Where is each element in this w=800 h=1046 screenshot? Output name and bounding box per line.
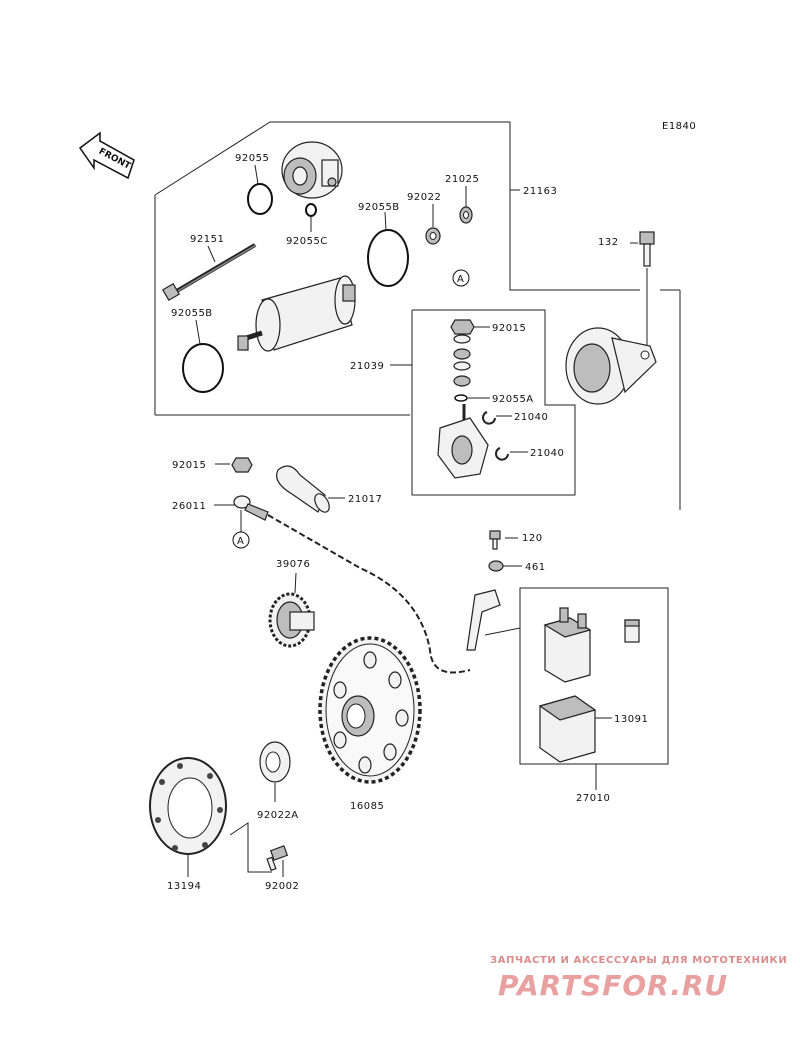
label-92055b-top: 92055B — [358, 202, 400, 213]
label-92151: 92151 — [190, 234, 224, 245]
label-21025: 21025 — [445, 174, 479, 185]
front-arrow-icon: FRONT — [78, 131, 135, 180]
fuse — [624, 619, 640, 643]
watermark-brand: PARTSFOR.RU — [498, 969, 728, 1002]
svg-text:A: A — [457, 274, 464, 285]
bolt-132 — [639, 231, 655, 267]
reference-marker-a-top: A — [452, 269, 470, 287]
label-21017: 21017 — [348, 494, 382, 505]
label-21039: 21039 — [350, 361, 384, 372]
washer-92022a — [259, 741, 291, 783]
relay-assembly-outline — [519, 587, 669, 790]
label-92055b-left: 92055B — [171, 308, 213, 319]
one-way-clutch-13194 — [149, 757, 227, 855]
nut-461 — [488, 560, 504, 572]
nut-92015 — [231, 457, 253, 473]
bolt-120 — [489, 530, 501, 550]
starter-relay — [543, 607, 592, 683]
bolt-92002 — [266, 845, 289, 872]
cable-terminal-bracket — [466, 589, 521, 651]
label-21163: 21163 — [523, 186, 557, 197]
brush-spring-21040-a — [482, 411, 496, 425]
brush-spring-21040-b — [495, 447, 509, 461]
starter-motor — [237, 275, 356, 352]
label-13194: 13194 — [167, 881, 201, 892]
label-27010: 27010 — [576, 793, 610, 804]
o-ring-92055c — [305, 203, 317, 217]
label-21040-a: 21040 — [514, 412, 548, 423]
brush-parts-stack — [437, 319, 489, 479]
label-132: 132 — [598, 237, 619, 248]
label-92022a: 92022A — [257, 810, 299, 821]
label-13091: 13091 — [614, 714, 648, 725]
starter-front-cover — [281, 141, 343, 199]
label-16085: 16085 — [350, 801, 384, 812]
idle-gear-39076 — [268, 592, 315, 648]
terminal-boot-21017 — [276, 465, 330, 513]
label-461: 461 — [525, 562, 546, 573]
reference-marker-a-bottom: A — [232, 531, 250, 549]
svg-text:A: A — [237, 536, 244, 547]
starter-clutch-gear-16085 — [318, 636, 422, 784]
relay-cover-13091 — [538, 695, 597, 763]
label-26011: 26011 — [172, 501, 206, 512]
label-92015-top: 92015 — [492, 323, 526, 334]
watermark-tagline: ЗАПЧАСТИ И АКСЕССУАРЫ ДЛЯ МОТОТЕХНИКИ — [490, 955, 787, 966]
diagram-code: E1840 — [662, 121, 696, 132]
label-92002: 92002 — [265, 881, 299, 892]
o-ring-92055b-top — [367, 229, 409, 287]
starter-rear-cover — [565, 327, 657, 405]
label-21040-b: 21040 — [530, 448, 564, 459]
label-92055: 92055 — [235, 153, 269, 164]
label-120: 120 — [522, 533, 543, 544]
label-92022: 92022 — [407, 192, 441, 203]
label-92015-left: 92015 — [172, 460, 206, 471]
label-92055c: 92055C — [286, 236, 328, 247]
label-39076: 39076 — [276, 559, 310, 570]
brush-assembly-outline — [390, 309, 576, 496]
o-ring-92055 — [247, 183, 273, 215]
through-bolt-92151 — [161, 243, 257, 302]
starter-cable-26011 — [233, 495, 471, 674]
starter-assembly-outline — [154, 121, 681, 510]
o-ring-92055b-left — [182, 343, 224, 393]
label-92055a: 92055A — [492, 394, 534, 405]
